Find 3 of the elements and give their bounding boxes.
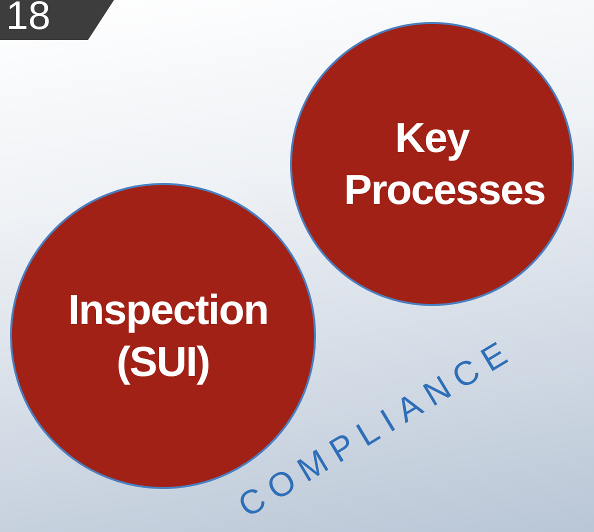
circle-label: Inspection (SUI)	[68, 286, 268, 385]
slide-number: 18	[6, 0, 50, 40]
circle-label: Key Processes	[344, 114, 546, 213]
